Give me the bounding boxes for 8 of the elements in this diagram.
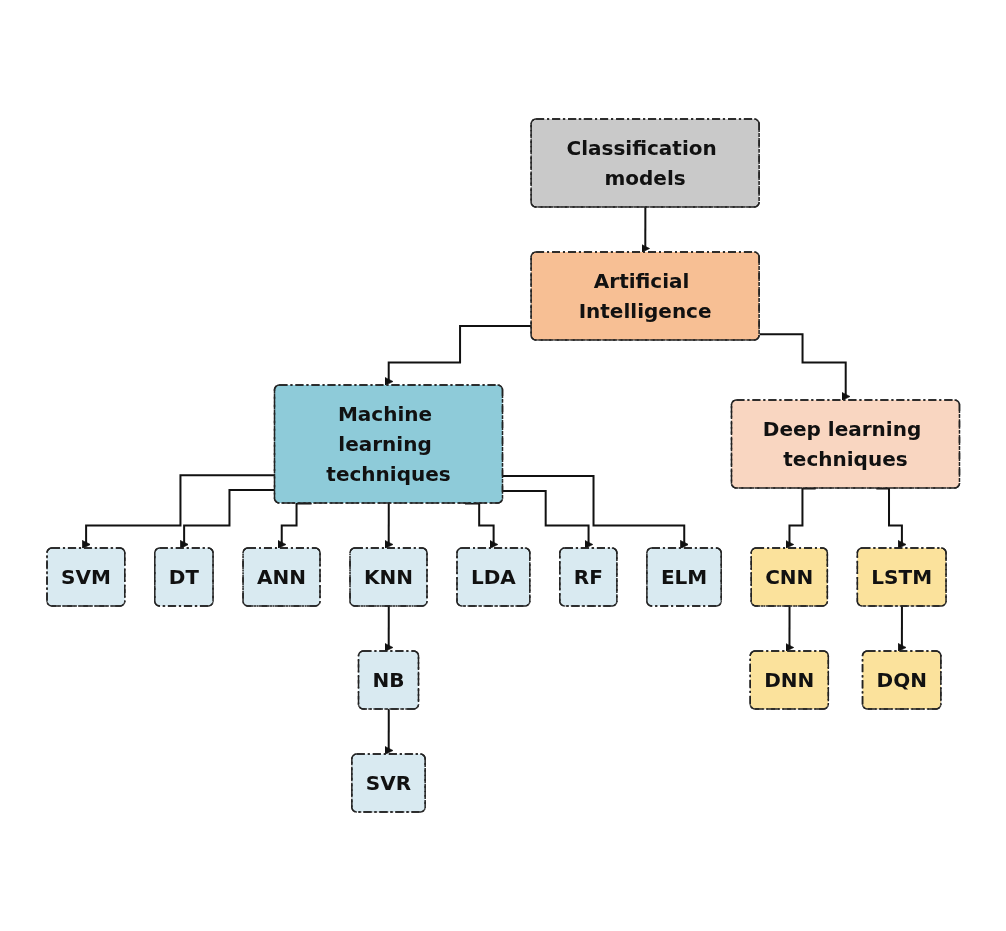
arrow — [640, 206, 650, 253]
arrow — [785, 605, 794, 652]
arrow — [758, 333, 851, 401]
arrow — [897, 605, 907, 652]
arrow — [384, 708, 394, 755]
arrow — [277, 502, 313, 549]
arrow — [384, 502, 394, 549]
arrow — [384, 605, 394, 652]
